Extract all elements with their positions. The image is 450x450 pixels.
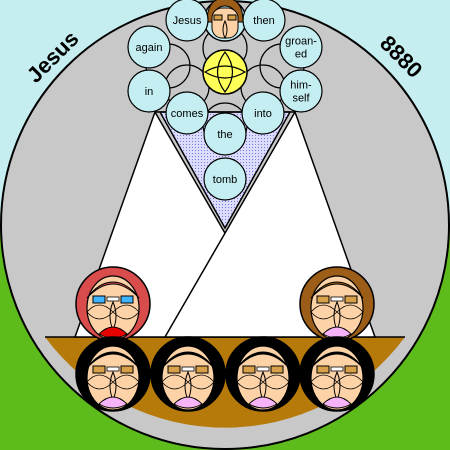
black-haired-face [150,336,226,412]
word-bubble-circle [242,0,286,42]
face-eye [344,295,358,304]
face-cheek [336,304,364,320]
word-label: groan- [285,36,317,48]
face-eye [167,365,181,374]
word-bubble: in [127,69,171,113]
top-face-nose [222,19,228,40]
face-bridge [106,366,120,372]
face-fringe [310,351,364,369]
word-label: self [292,93,310,105]
face-eye [270,365,284,374]
face-eye [195,365,209,374]
word-label: then [253,15,274,27]
word-bubble: again [127,25,171,69]
face-eye [316,365,330,374]
face-bridge [330,366,344,372]
trinity-knot-icon [203,50,247,94]
brown-haired-face [299,266,375,342]
word-label: again [136,42,163,54]
face-eye [92,295,106,304]
word-label: tomb [213,174,237,186]
face-eye [92,365,106,374]
word-label: comes [171,108,204,120]
face-cheek [336,374,364,390]
face-skin [236,345,290,411]
grass-area [0,220,450,450]
top-face-eye [227,14,237,21]
face-fringe [310,281,364,299]
word-bubble-circle [203,157,247,201]
top-face [203,0,247,42]
face-fringe [161,351,215,369]
face-skin [161,345,215,411]
word-bubble: into [241,91,285,135]
word-bubble-circle [203,112,247,156]
face-mouth [322,396,352,409]
word-bubble-circle [165,0,209,42]
face-cheek [112,374,140,390]
word-label: in [145,86,154,98]
face-fringe [86,281,140,299]
top-face-eye [213,14,223,21]
word-bubble-circle [279,25,323,69]
face-eye [120,295,134,304]
word-bubble-circle [165,91,209,135]
face-eye [316,295,330,304]
center-yellow-circle [202,49,248,95]
word-label: the [217,129,232,141]
face-bridge [256,366,270,372]
face-bridge [106,296,120,302]
top-face-skin [211,7,239,39]
word-bubble-circle [127,69,171,113]
word-bubbles: Jesus then again groan-ed in him-self comes int… [127,0,323,201]
word-bubble: tomb [203,157,247,201]
face-skin [310,345,364,411]
word-bubble: him-self [279,69,323,113]
black-haired-face [225,336,301,412]
face-fringe [86,351,140,369]
word-label: Jesus [173,15,202,27]
face-cheek [187,374,215,390]
word-bubble-circle [279,69,323,113]
face-mouth [248,396,278,409]
face-eye [120,365,134,374]
word-bubble: the [203,112,247,156]
face-bridge [330,296,344,302]
face-bridge [181,366,195,372]
word-bubble: comes [165,91,209,135]
red-haired-face [75,266,151,342]
face-mouth [173,396,203,409]
face-cheek [112,304,140,320]
face-mouth [98,396,128,409]
word-bubble-circle [127,25,171,69]
word-bubble: Jesus [165,0,209,42]
face-eye [242,365,256,374]
word-label: ed [295,49,307,61]
word-label: him- [290,80,312,92]
word-bubble: groan-ed [279,25,323,69]
word-label: into [254,108,272,120]
faces-group [75,266,375,412]
black-haired-face [75,336,151,412]
black-haired-face [299,336,375,412]
face-eye [344,365,358,374]
face-skin [86,345,140,411]
word-bubble-circle [241,91,285,135]
word-bubble: then [242,0,286,42]
face-fringe [236,351,290,369]
face-cheek [262,374,290,390]
